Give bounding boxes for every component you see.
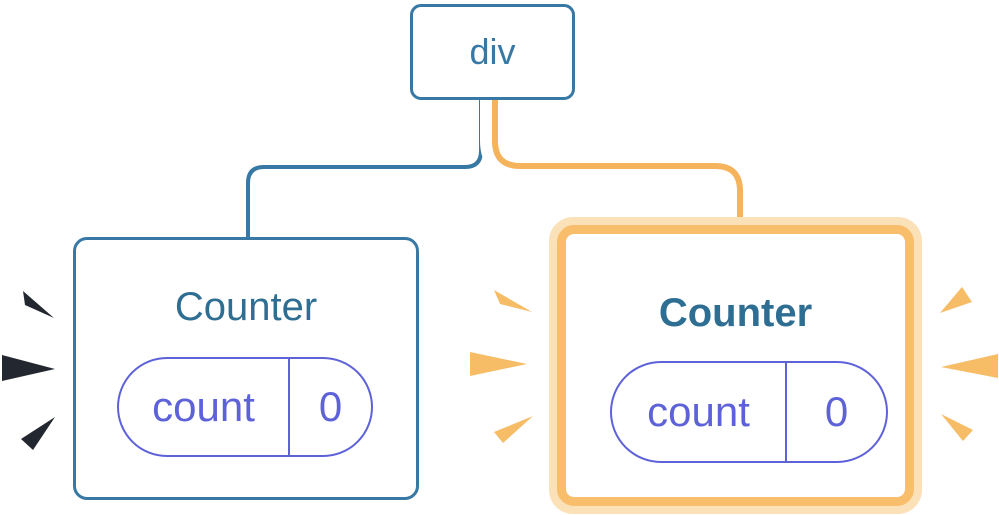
- state-pill: count 0: [610, 361, 888, 463]
- state-key-label: count: [612, 363, 787, 461]
- render-spark-icon: [2, 355, 55, 381]
- state-key-label: count: [119, 359, 290, 455]
- connector-right-casing: [480, 98, 755, 227]
- render-spark-icon: [21, 417, 55, 450]
- div-node-label: div: [469, 31, 516, 72]
- counter-title: Counter: [658, 291, 813, 335]
- connector-right-orange: [492, 98, 743, 234]
- state-pill: count 0: [117, 357, 373, 457]
- render-spark-icon: [494, 290, 532, 312]
- counter-title: Counter: [174, 285, 318, 329]
- render-spark-icon: [494, 416, 533, 443]
- state-value: 0: [824, 388, 849, 435]
- render-spark-icon: [23, 291, 54, 318]
- state-value: 0: [318, 383, 343, 430]
- render-spark-icon: [941, 414, 973, 441]
- counter-card-left: Counter count 0: [73, 237, 419, 500]
- render-spark-icon: [940, 287, 972, 313]
- render-spark-icon: [470, 352, 527, 376]
- counter-card-right-highlighted: Counter count 0: [549, 217, 922, 514]
- counter-card-right-inner: Counter count 0: [557, 225, 914, 506]
- tree-node-div: div: [410, 4, 575, 100]
- render-spark-icon: [941, 354, 998, 378]
- connector-left-blue: [246, 98, 483, 242]
